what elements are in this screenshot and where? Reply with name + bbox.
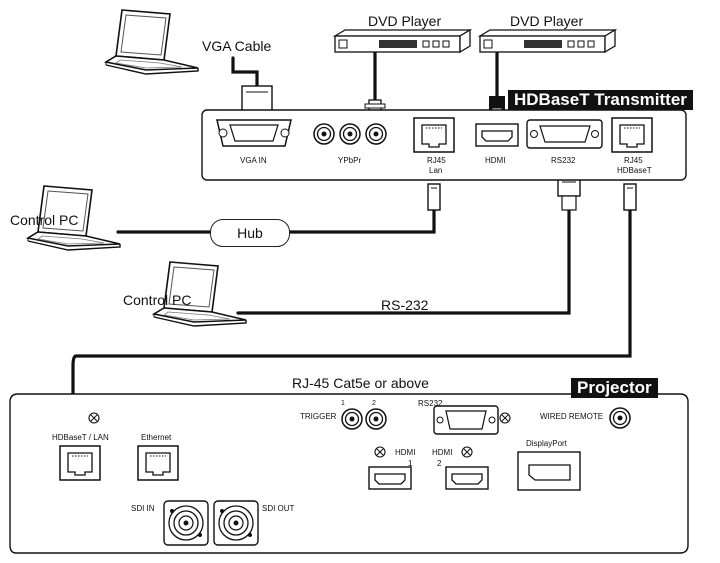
- cables: [71, 44, 632, 442]
- displayport-label: DisplayPort: [526, 439, 567, 448]
- rj45-lan-label-1: RJ45: [427, 156, 446, 165]
- control-pc-2-label: Control PC: [123, 292, 192, 308]
- ypbpr-jack-pb: [339, 123, 361, 145]
- transmitter-hdmi-port: [475, 123, 519, 147]
- lan-cable-line: [116, 208, 436, 234]
- displayport-port: [517, 451, 581, 491]
- trigger-1-number: 1: [341, 400, 345, 407]
- ypbpr-jack-pr: [365, 123, 387, 145]
- ypbpr-jack-y: [313, 123, 335, 145]
- trigger-label: TRIGGER: [300, 412, 337, 421]
- hdmi1-screw-icon: [374, 446, 386, 458]
- trigger-2-jack: [365, 408, 387, 430]
- rs232-cable-line: [236, 208, 571, 315]
- control-pc-1-label: Control PC: [10, 212, 79, 228]
- rj45-hdbaset-label-1: RJ45: [624, 156, 643, 165]
- trigger-1-jack: [341, 408, 363, 430]
- transmitter-rs232-port: [526, 119, 603, 149]
- vga-plug: [241, 85, 273, 113]
- hdmi2-screw-icon: [461, 446, 473, 458]
- hdbaset-cable-line: [71, 208, 632, 442]
- hdmi2-port: [445, 466, 489, 490]
- rj45-hdbaset-label-2: HDBaseT: [617, 166, 652, 175]
- transmitter-title: HDBaseT Transmitter: [508, 90, 693, 110]
- sdi-in-label: SDI IN: [131, 504, 155, 513]
- wired-remote-jack: [609, 407, 631, 429]
- sdi-out-label: SDI OUT: [262, 504, 295, 513]
- rj45-lan-label-2: Lan: [429, 166, 443, 175]
- dvd-player-2-icon: [479, 29, 616, 53]
- ethernet-port: [137, 445, 179, 481]
- sdi-out-port: [213, 500, 259, 546]
- ypbpr-label: YPbPr: [338, 156, 362, 165]
- rs232-cable-label: RS-232: [381, 297, 429, 313]
- vga-in-label: VGA IN: [240, 156, 267, 165]
- hdmi-label: HDMI: [485, 156, 506, 165]
- dvd-player-2-label: DVD Player: [510, 13, 584, 29]
- projector-rs232-label: RS232: [418, 399, 443, 408]
- projector-rs232-port: [433, 405, 499, 435]
- hdmi2-number: 2: [437, 459, 442, 468]
- trigger-2-number: 2: [372, 400, 376, 407]
- cat5e-cable-label: RJ-45 Cat5e or above: [292, 375, 429, 391]
- hdmi2-label: HDMI: [432, 448, 453, 457]
- vga-laptop-icon: [105, 9, 199, 75]
- hdbaset-plug: [623, 183, 637, 211]
- remote-screw-icon: [499, 412, 511, 424]
- transmitter-rj45-hdbaset-port: [611, 117, 653, 153]
- ethernet-label: Ethernet: [141, 433, 172, 442]
- hdbaset-lan-port: [59, 445, 101, 481]
- rs232-label: RS232: [551, 156, 576, 165]
- hdmi1-port: [368, 466, 412, 490]
- hdbaset-lan-label: HDBaseT / LAN: [52, 433, 109, 442]
- dvd-player-1-icon: [334, 29, 471, 53]
- vga-cable-label: VGA Cable: [202, 38, 272, 54]
- hdmi1-number: 1: [408, 459, 413, 468]
- dvd-player-1-label: DVD Player: [368, 13, 442, 29]
- wired-remote-label: WIRED REMOTE: [540, 412, 604, 421]
- transmitter-vga-port: [216, 119, 292, 147]
- transmitter-rj45-lan-port: [413, 117, 455, 153]
- lan-plug: [427, 183, 441, 211]
- sdi-in-port: [163, 500, 209, 546]
- projector-title: Projector: [571, 378, 658, 398]
- lan-screw-icon: [88, 412, 100, 424]
- hdmi1-label: HDMI: [395, 448, 416, 457]
- vga-cable-line: [231, 56, 259, 90]
- hub: Hub: [210, 219, 290, 247]
